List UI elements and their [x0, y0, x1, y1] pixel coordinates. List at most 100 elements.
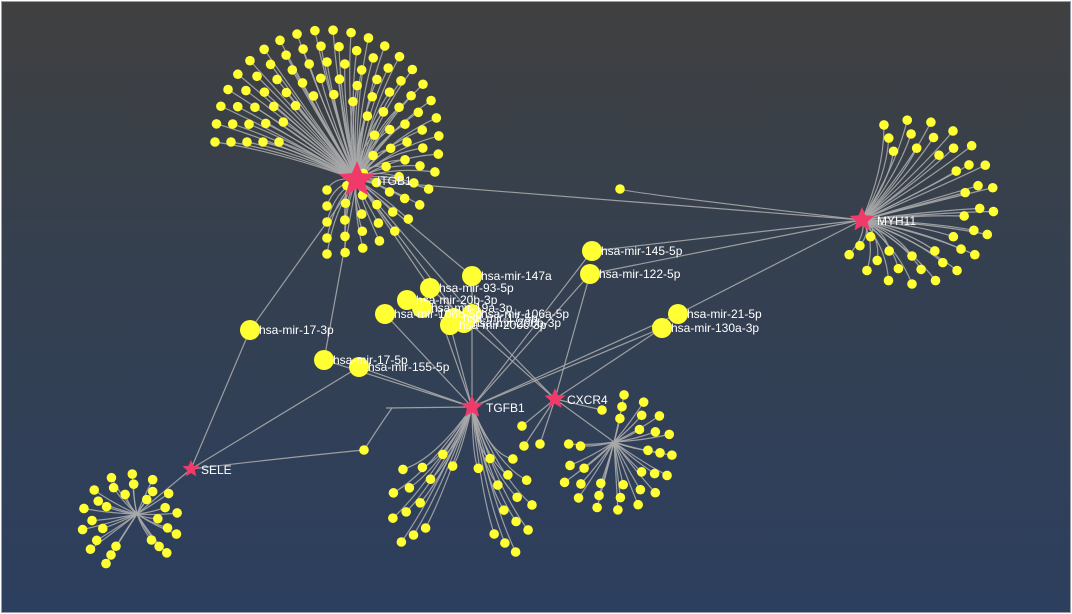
- itgb1-leaf[interactable]: [369, 130, 380, 140]
- sele-leaf[interactable]: [106, 472, 117, 483]
- itgb1-leaf[interactable]: [226, 137, 236, 147]
- sele-leaf[interactable]: [162, 523, 173, 533]
- itgb1-leaf[interactable]: [340, 198, 351, 209]
- sele-leaf[interactable]: [111, 541, 121, 552]
- itgb1-leaf[interactable]: [371, 177, 382, 188]
- itgb1-leaf[interactable]: [265, 59, 276, 70]
- myh11-leaf[interactable]: [872, 255, 883, 266]
- tgfb1-leaf[interactable]: [527, 500, 537, 510]
- itgb1-leaf[interactable]: [363, 33, 374, 43]
- itgb1-leaf[interactable]: [368, 53, 379, 63]
- myh11-leaf[interactable]: [926, 117, 936, 128]
- cxcr4-leaf[interactable]: [662, 470, 672, 481]
- itgb1-leaf[interactable]: [245, 55, 255, 66]
- tgfb1-leaf[interactable]: [489, 529, 499, 539]
- tgfb1-leaf[interactable]: [396, 537, 407, 547]
- tgfb1-leaf[interactable]: [521, 475, 532, 486]
- sele-leaf[interactable]: [160, 502, 170, 513]
- itgb1-leaf[interactable]: [322, 249, 332, 259]
- tgfb1-leaf[interactable]: [523, 525, 533, 535]
- myh11-leaf[interactable]: [988, 206, 999, 217]
- itgb1-leaf[interactable]: [384, 87, 395, 97]
- myh11-leaf[interactable]: [952, 265, 962, 276]
- myh11-leaf[interactable]: [906, 129, 916, 139]
- cxcr4-leaf[interactable]: [563, 439, 574, 449]
- itgb1-leaf[interactable]: [346, 27, 356, 38]
- itgb1-leaf[interactable]: [406, 90, 416, 101]
- itgb1-leaf[interactable]: [348, 96, 358, 107]
- itgb1-leaf[interactable]: [244, 119, 254, 129]
- mirna-node-m19a[interactable]: [412, 298, 432, 318]
- myh11-leaf[interactable]: [948, 143, 959, 153]
- cxcr4-leaf[interactable]: [617, 401, 627, 412]
- tgfb1-leaf[interactable]: [415, 498, 426, 508]
- itgb1-leaf[interactable]: [372, 74, 382, 85]
- gene-node-tgfb1[interactable]: [460, 395, 484, 417]
- cxcr4-leaf[interactable]: [633, 499, 643, 510]
- itgb1-leaf[interactable]: [394, 102, 404, 113]
- tgfb1-leaf[interactable]: [500, 538, 510, 548]
- itgb1-leaf[interactable]: [372, 199, 382, 210]
- itgb1-leaf[interactable]: [407, 64, 418, 75]
- tgfb1-leaf[interactable]: [503, 470, 513, 480]
- mirna-node-m175[interactable]: [314, 350, 334, 370]
- itgb1-leaf[interactable]: [374, 236, 385, 246]
- cxcr4-leaf[interactable]: [634, 424, 645, 435]
- sele-leaf[interactable]: [141, 494, 152, 505]
- itgb1-leaf[interactable]: [334, 74, 345, 85]
- itgb1-leaf[interactable]: [389, 226, 400, 236]
- itgb1-leaf[interactable]: [334, 41, 344, 52]
- itgb1-leaf[interactable]: [260, 118, 271, 129]
- itgb1-leaf[interactable]: [402, 137, 412, 147]
- itgb1-leaf[interactable]: [315, 73, 326, 84]
- tgfb1-leaf[interactable]: [508, 454, 518, 464]
- gene-node-myh11[interactable]: [849, 207, 875, 231]
- myh11-leaf[interactable]: [960, 187, 970, 198]
- cxcr4-leaf[interactable]: [650, 487, 661, 498]
- itgb1-leaf[interactable]: [409, 178, 419, 188]
- tgfb1-leaf[interactable]: [417, 462, 428, 473]
- cxcr4-leaf[interactable]: [613, 505, 623, 515]
- myh11-leaf[interactable]: [969, 225, 979, 236]
- myh11-leaf[interactable]: [948, 126, 958, 136]
- tgfb1-leaf[interactable]: [447, 461, 458, 471]
- itgb1-leaf[interactable]: [367, 91, 378, 102]
- itgb1-leaf[interactable]: [304, 59, 314, 69]
- itgb1-leaf[interactable]: [340, 215, 350, 225]
- myh11-leaf[interactable]: [959, 211, 969, 221]
- sele-leaf[interactable]: [171, 529, 182, 539]
- cxcr4-leaf[interactable]: [576, 479, 586, 489]
- cxcr4-leaf[interactable]: [535, 439, 545, 449]
- itgb1-leaf[interactable]: [297, 78, 308, 88]
- itgb1-leaf[interactable]: [394, 171, 404, 182]
- itgb1-leaf[interactable]: [414, 200, 425, 210]
- itgb1-leaf[interactable]: [281, 87, 292, 98]
- cxcr4-leaf[interactable]: [595, 478, 606, 489]
- cxcr4-leaf[interactable]: [615, 492, 626, 503]
- itgb1-leaf[interactable]: [211, 119, 222, 129]
- mirna-node-m20b[interactable]: [397, 290, 417, 310]
- cxcr4-leaf[interactable]: [597, 405, 607, 415]
- itgb1-leaf[interactable]: [292, 29, 302, 39]
- sele-leaf[interactable]: [172, 508, 182, 518]
- sele-leaf[interactable]: [106, 550, 116, 560]
- itgb1-leaf[interactable]: [415, 161, 425, 171]
- cxcr4-leaf[interactable]: [579, 463, 589, 474]
- shared-leaf[interactable]: [359, 445, 369, 455]
- cxcr4-leaf[interactable]: [575, 441, 586, 451]
- itgb1-leaf[interactable]: [400, 119, 410, 129]
- mirna-node-m122[interactable]: [580, 264, 600, 284]
- itgb1-leaf[interactable]: [281, 50, 291, 60]
- itgb1-leaf[interactable]: [340, 231, 350, 242]
- mirna-node-m21[interactable]: [668, 304, 688, 324]
- itgb1-leaf[interactable]: [403, 214, 414, 224]
- sele-leaf[interactable]: [153, 513, 163, 524]
- itgb1-leaf[interactable]: [268, 101, 279, 112]
- myh11-leaf[interactable]: [937, 257, 948, 268]
- sele-leaf[interactable]: [108, 482, 119, 493]
- cxcr4-leaf[interactable]: [592, 502, 602, 513]
- tgfb1-leaf[interactable]: [388, 513, 398, 523]
- itgb1-leaf[interactable]: [433, 149, 444, 159]
- itgb1-leaf[interactable]: [241, 85, 251, 96]
- tgfb1-leaf[interactable]: [425, 474, 436, 485]
